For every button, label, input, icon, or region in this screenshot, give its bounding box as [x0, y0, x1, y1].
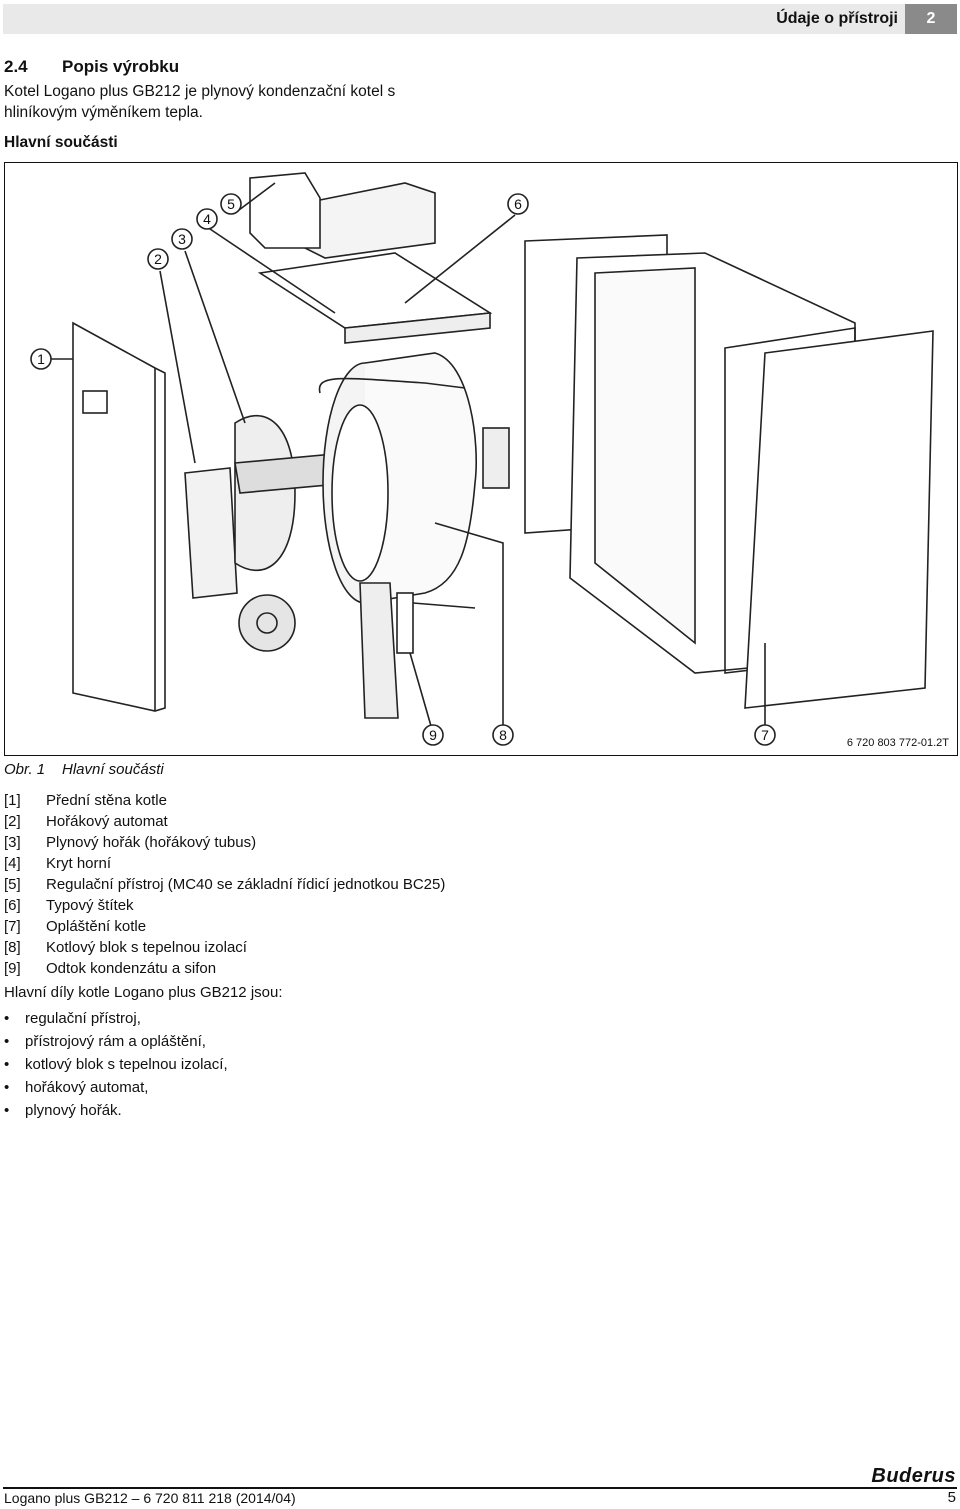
- list-item-text: kotlový blok s tepelnou izolací,: [25, 1056, 228, 1073]
- legend-text: Opláštění kotle: [46, 918, 147, 935]
- boiler-illustration: 1 2 3 4 5 6 7 8 9: [30, 172, 934, 746]
- legend-index: [3]: [4, 834, 21, 851]
- legend-text: Typový štítek: [46, 897, 134, 914]
- legend-index: [6]: [4, 897, 21, 914]
- callout-label-6: 6: [514, 196, 522, 212]
- legend-index: [2]: [4, 813, 21, 830]
- legend-text: Přední stěna kotle: [46, 792, 167, 809]
- bullet-icon: •: [4, 1056, 10, 1073]
- section-heading: 2.4 Popis výrobku: [4, 57, 179, 77]
- callout-8: [492, 724, 514, 746]
- callout-3: [171, 228, 193, 250]
- section-number: 2.4: [4, 57, 28, 76]
- legend-item: [2] Hořákový automat: [4, 811, 445, 832]
- legend-index: [5]: [4, 876, 21, 893]
- legend-text: Plynový hořák (hořákový tubus): [46, 834, 257, 851]
- chapter-number: 2: [905, 4, 957, 34]
- list-item-text: plynový hořák.: [25, 1102, 122, 1119]
- legend-item: [8] Kotlový blok s tepelnou izolací: [4, 937, 445, 958]
- caption-label: Obr. 1: [4, 761, 46, 778]
- legend-list: [1] Přední stěna kotle [2] Hořákový automa…: [4, 790, 445, 979]
- header-bar: [3, 4, 957, 34]
- list-item: • regulační přístroj,: [4, 1007, 228, 1030]
- figure-caption: Obr. 1 Hlavní součásti: [4, 761, 164, 778]
- bullet-icon: •: [4, 1102, 10, 1119]
- legend-item: [6] Typový štítek: [4, 895, 445, 916]
- legend-item: [7] Opláštění kotle: [4, 916, 445, 937]
- callout-label-4: 4: [203, 211, 211, 227]
- legend-text: Kryt horní: [46, 855, 112, 872]
- footer-rule: [3, 1487, 957, 1489]
- figure-code: 6 720 803 772-01.2T: [846, 737, 949, 749]
- legend-index: [7]: [4, 918, 21, 935]
- callout-7: [754, 724, 776, 746]
- legend-index: [9]: [4, 960, 21, 977]
- legend-index: [4]: [4, 855, 21, 872]
- callout-label-1: 1: [37, 351, 45, 367]
- bullet-icon: •: [4, 1033, 10, 1050]
- callout-5: [220, 193, 242, 215]
- callout-6: [507, 193, 529, 215]
- legend-text: Odtok kondenzátu a sifon: [46, 960, 217, 977]
- legend-item: [5] Regulační přístroj (MC40 se základní …: [4, 874, 445, 895]
- chapter-title: Údaje o přístroji: [776, 10, 898, 27]
- legend-item: [4] Kryt horní: [4, 853, 445, 874]
- bullet-icon: •: [4, 1079, 10, 1096]
- callout-4: [196, 208, 218, 230]
- footer-text: Logano plus GB212 – 6 720 811 218 (2014/…: [4, 1490, 296, 1506]
- page-number: 5: [947, 1489, 956, 1506]
- callout-label-3: 3: [178, 231, 186, 247]
- list-item-text: přístrojový rám a opláštění,: [25, 1033, 206, 1050]
- list-item: • kotlový blok s tepelnou izolací,: [4, 1053, 228, 1076]
- callout-2: [147, 248, 169, 270]
- list-item: • hořákový automat,: [4, 1076, 228, 1099]
- legend-item: [9] Odtok kondenzátu a sifon: [4, 958, 445, 979]
- legend-text: Hořákový automat: [46, 813, 168, 830]
- subheading: Hlavní součásti: [4, 134, 118, 151]
- list-item: • plynový hořák.: [4, 1099, 228, 1122]
- callout-label-8: 8: [499, 727, 507, 743]
- bullet-icon: •: [4, 1010, 10, 1027]
- callout-label-5: 5: [227, 196, 235, 212]
- callout-1: [30, 348, 52, 370]
- callout-label-7: 7: [761, 727, 769, 743]
- legend-text: Regulační přístroj (MC40 se základní říd…: [46, 876, 446, 893]
- legend-item: [1] Přední stěna kotle: [4, 790, 445, 811]
- parts-list: • regulační přístroj, • přístrojový rám a …: [4, 1007, 228, 1122]
- exploded-view-figure: 1 2 3 4 5 6 7 8 9 6 720 803 772-01.2T: [4, 162, 958, 756]
- section-intro: Kotel Logano plus GB212 je plynový konde…: [4, 83, 396, 121]
- legend-text: Kotlový blok s tepelnou izolací: [46, 939, 247, 956]
- list-item-text: regulační přístroj,: [25, 1010, 141, 1027]
- legend-item: [3] Plynový hořák (hořákový tubus): [4, 832, 445, 853]
- callout-9: [422, 724, 444, 746]
- section-title: Popis výrobku: [62, 57, 180, 76]
- list-item-text: hořákový automat,: [25, 1079, 149, 1096]
- legend-index: [1]: [4, 792, 21, 809]
- legend-index: [8]: [4, 939, 21, 956]
- list-item: • přístrojový rám a opláštění,: [4, 1030, 228, 1053]
- caption-text: Hlavní součásti: [62, 761, 164, 778]
- callout-label-9: 9: [429, 727, 437, 743]
- callout-label-2: 2: [154, 251, 162, 267]
- parts-intro: Hlavní díly kotle Logano plus GB212 jsou…: [4, 984, 283, 1001]
- brand-logo: Buderus: [871, 1465, 956, 1487]
